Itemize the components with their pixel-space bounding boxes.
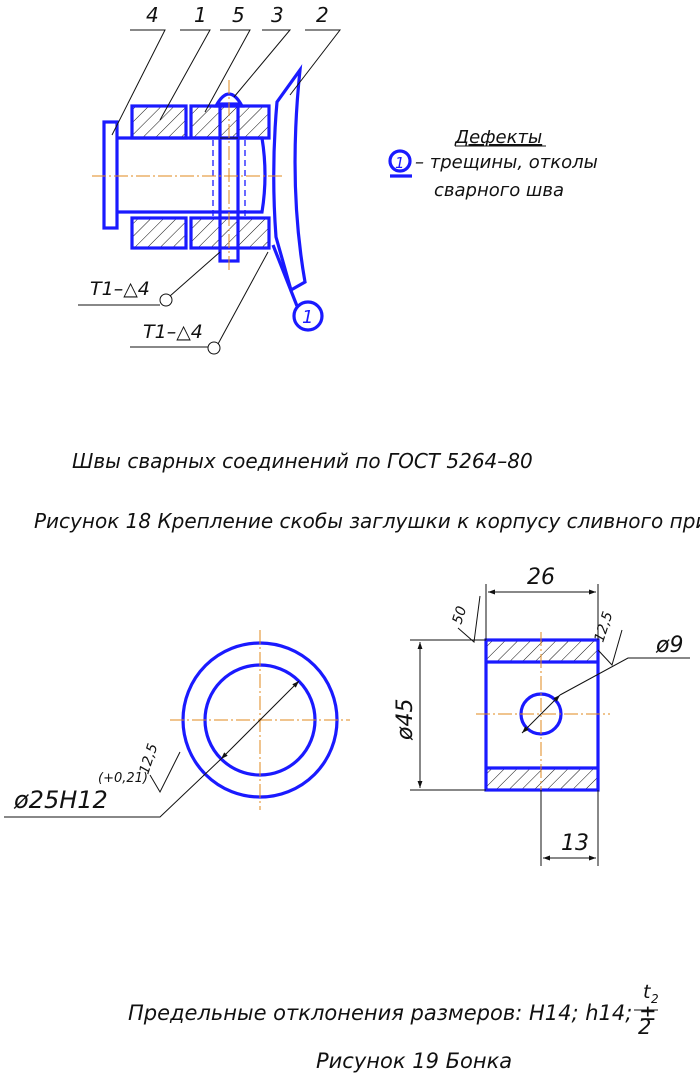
section-hatch-top [486, 640, 598, 662]
bore-dim-line [220, 680, 300, 760]
defects-title: Дефекты [454, 127, 542, 148]
bore-dim: ø25H12 [13, 786, 108, 814]
section-outline [484, 638, 600, 792]
dim-hole-pos: 13 [561, 831, 589, 856]
leader-4 [111, 29, 166, 136]
weld-note: Швы сварных соединений по ГОСТ 5264–80 [72, 449, 533, 473]
flange-part-4 [102, 120, 119, 230]
roughness-left: 12,5 [137, 742, 162, 777]
block-part-5-top [191, 106, 269, 138]
block-part-1-top-outline [130, 104, 188, 140]
callout-1: 1 [194, 3, 207, 27]
block-part-5-bottom [191, 218, 269, 248]
plate-part-2 [272, 64, 307, 293]
roughness-right-sign [597, 629, 623, 666]
dim-9-line [521, 694, 561, 734]
roughness-right: 12,5 [592, 610, 617, 645]
defect-marker-circle [292, 300, 324, 332]
defects-marker-circle [388, 149, 412, 173]
defect-marker: 1 [302, 307, 313, 328]
figure-19: ø25H12 (+0,21) 12,5 26 50 ø45 12,5 ø9 [4, 565, 690, 1073]
dim-diameter: ø45 [393, 699, 418, 741]
tolerance-note: Предельные отклонения размеров: H14; h14… [128, 1001, 657, 1025]
figure-18-caption: Рисунок 18 Крепление скобы заглушки к ко… [34, 509, 700, 533]
weld-label-2: T1–△4 [143, 321, 203, 343]
bore-tolerance: (+0,21) [98, 771, 148, 786]
leader-1 [159, 29, 211, 121]
callout-4: 4 [146, 3, 159, 27]
block-part-1-top [132, 106, 186, 138]
weld-label-1: T1–△4 [90, 278, 150, 300]
block-part-1-bottom [132, 218, 186, 248]
figure-18: 4 1 5 3 2 T1–△4 T1–△4 1 Дефекты 1 – трещ… [34, 3, 700, 533]
dim-hole: ø9 [655, 633, 683, 658]
shaft-part-4 [117, 136, 267, 214]
callout-2: 2 [316, 3, 329, 27]
fraction-denominator: 2 [638, 1015, 651, 1039]
weld-circle-2 [207, 341, 221, 355]
callout-3: 3 [271, 3, 284, 27]
figure-19-caption: Рисунок 19 Бонка [316, 1049, 512, 1073]
dim-length: 26 [527, 565, 555, 590]
roughness-left-sign [149, 751, 181, 794]
defect-leader [271, 244, 299, 307]
defects-text-line2: сварного шва [434, 180, 564, 201]
defects-marker: 1 [395, 154, 405, 172]
bolt-head [213, 92, 245, 108]
roughness-top: 50 [450, 604, 471, 626]
roughness-top-sign [457, 595, 481, 643]
weld-leader-2 [217, 251, 269, 345]
weld-circle-1 [159, 293, 173, 307]
callout-5: 5 [232, 3, 245, 27]
defects-text-line1: – трещины, отколы [415, 152, 598, 173]
leader-3 [233, 29, 292, 98]
section-hatch-bottom [486, 768, 598, 790]
dim-9-leader [559, 657, 690, 696]
leader-2 [289, 29, 342, 96]
bore-dim-leader [4, 758, 222, 818]
leader-5 [204, 29, 251, 113]
fraction-numerator: t [643, 981, 652, 1003]
fraction-subscript: 2 [651, 992, 659, 1006]
block-part-1-bottom-outline [130, 216, 188, 250]
block-part-5-bottom-outline [189, 216, 271, 250]
weld-leader-1 [169, 251, 221, 297]
